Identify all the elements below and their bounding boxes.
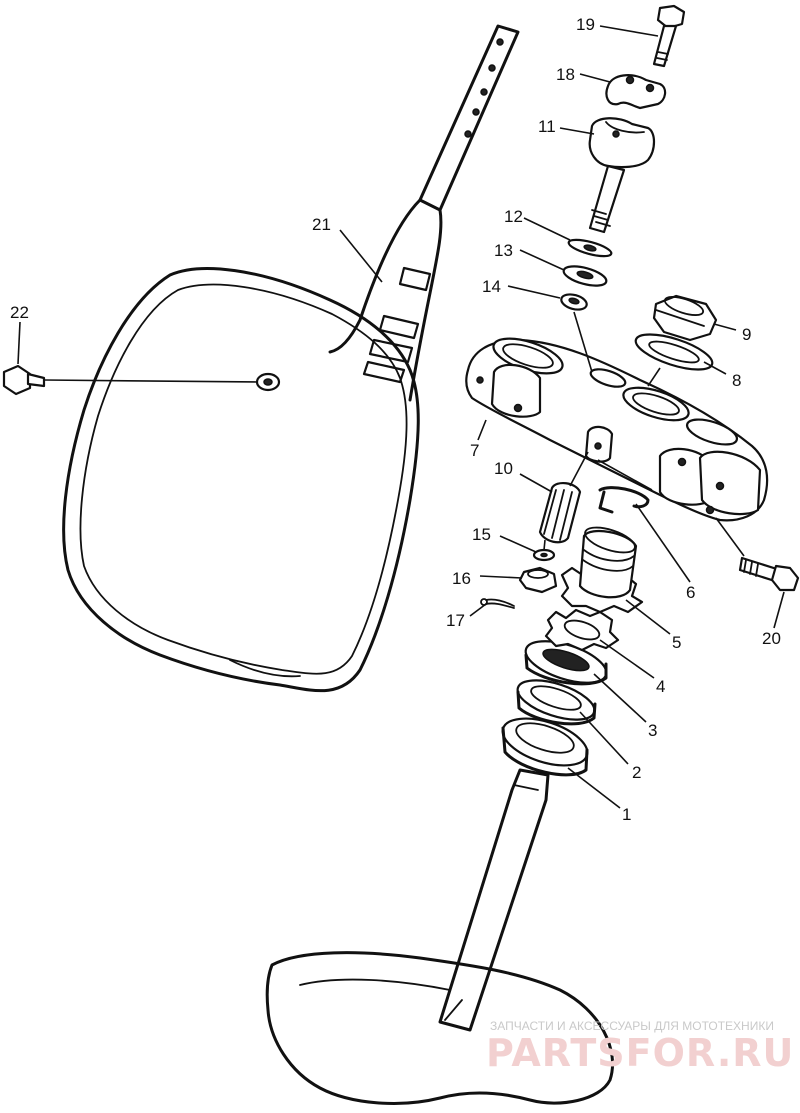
watermark: ЗАПЧАСТИ И АКСЕССУАРЫ ДЛЯ МОТОТЕХНИКИ PA… xyxy=(486,1019,794,1075)
damper xyxy=(562,265,608,287)
clamp-block xyxy=(584,425,614,463)
label-part-22: 22 xyxy=(10,303,29,322)
label-part-3: 3 xyxy=(648,721,657,740)
label-part-8: 8 xyxy=(732,371,741,390)
collar-spacer xyxy=(538,482,582,544)
label-part-11: 11 xyxy=(538,117,556,136)
plate-bolt xyxy=(2,364,46,396)
label-part-6: 6 xyxy=(686,583,695,602)
label-part-16: 16 xyxy=(452,569,471,588)
washer-thin xyxy=(567,238,613,258)
stem-nut xyxy=(652,294,718,342)
watermark-logo: PARTSFOR.RU xyxy=(486,1031,794,1075)
watermark-caption: ЗАПЧАСТИ И АКСЕССУАРЫ ДЛЯ МОТОТЕХНИКИ xyxy=(490,1019,774,1033)
label-part-18: 18 xyxy=(556,65,575,84)
label-part-19: 19 xyxy=(576,15,595,34)
label-part-21: 21 xyxy=(312,215,331,234)
cotter-pin xyxy=(480,598,515,609)
part-labels: 1 2 3 4 5 6 7 8 9 10 11 12 13 14 15 16 1… xyxy=(10,15,781,824)
label-part-7: 7 xyxy=(470,441,479,460)
label-part-4: 4 xyxy=(656,677,665,696)
label-part-12: 12 xyxy=(504,207,523,226)
label-part-1: 1 xyxy=(622,805,631,824)
label-part-17: 17 xyxy=(446,611,465,630)
nut-castle xyxy=(518,566,558,594)
upper-bracket xyxy=(465,337,769,522)
number-plate xyxy=(62,24,520,693)
leader-lines xyxy=(17,25,785,809)
assembly-lines xyxy=(43,311,745,557)
label-part-20: 20 xyxy=(762,629,781,648)
label-part-9: 9 xyxy=(742,325,751,344)
steering-stem xyxy=(438,768,550,1032)
label-part-10: 10 xyxy=(494,459,513,478)
bearing-race xyxy=(516,679,597,726)
bolt-holder xyxy=(652,4,686,68)
collar-small xyxy=(560,293,588,311)
ring-nut-lower xyxy=(544,608,620,652)
label-part-15: 15 xyxy=(472,525,491,544)
label-part-2: 2 xyxy=(632,763,641,782)
lock-washer xyxy=(598,486,650,514)
label-part-14: 14 xyxy=(482,277,501,296)
handlebar-holder-lower xyxy=(588,117,656,234)
label-part-13: 13 xyxy=(494,241,513,260)
label-part-5: 5 xyxy=(672,633,681,652)
pinch-bolt xyxy=(738,556,800,592)
frame-head xyxy=(265,951,615,1105)
plate-grommet xyxy=(255,372,281,392)
washer-plain xyxy=(532,548,556,562)
ring-nut-collar xyxy=(560,526,644,614)
washer-large xyxy=(634,333,714,371)
handlebar-holder-upper xyxy=(605,74,667,110)
